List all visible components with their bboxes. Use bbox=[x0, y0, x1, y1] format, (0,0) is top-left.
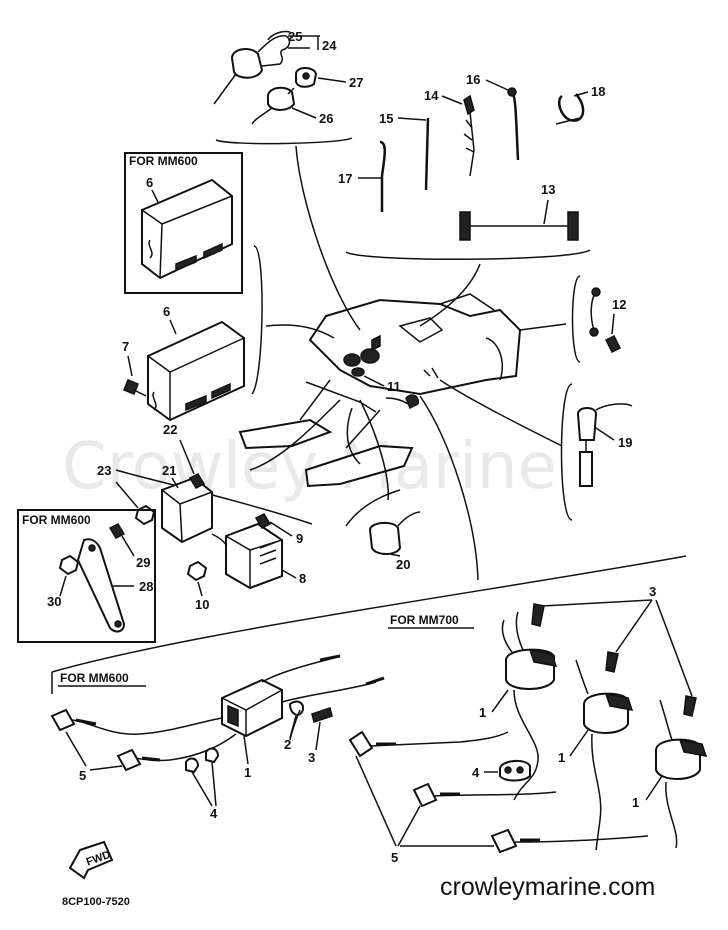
callout-11: 11 bbox=[387, 379, 401, 394]
mm600-bottom-label: FOR MM600 bbox=[60, 671, 129, 685]
callout-9: 9 bbox=[296, 531, 303, 546]
bolt-7 bbox=[123, 379, 139, 395]
callout-12: 12 bbox=[612, 297, 626, 312]
watermark: Crowley Marine bbox=[62, 430, 557, 504]
diagram-code: 8CP100-7520 bbox=[62, 896, 130, 908]
clamp-4 bbox=[499, 760, 531, 782]
callout-19: 19 bbox=[618, 435, 632, 450]
bolt-3-top bbox=[531, 603, 545, 627]
bracket-28 bbox=[76, 538, 126, 633]
nut-30 bbox=[58, 554, 80, 576]
callout-18: 18 bbox=[591, 84, 605, 99]
bolt-29 bbox=[108, 523, 126, 539]
nut-10 bbox=[186, 560, 208, 582]
callout-30: 30 bbox=[47, 594, 61, 609]
bolt-3-right bbox=[683, 695, 697, 717]
callout-5-mm600: 5 bbox=[79, 768, 86, 783]
callout-6-top: 6 bbox=[146, 175, 153, 190]
plug-cap-5b bbox=[412, 782, 438, 808]
callout-4-mm600: 4 bbox=[210, 806, 218, 821]
rectifier-8 bbox=[225, 522, 283, 590]
callout-25: 25 bbox=[288, 29, 302, 44]
callout-6-mid: 6 bbox=[163, 304, 170, 319]
ground-bolt-12 bbox=[604, 334, 622, 354]
mm600-left-label: FOR MM600 bbox=[22, 513, 91, 527]
bolt-22 bbox=[188, 473, 206, 489]
mm600-bracket-box bbox=[17, 509, 156, 643]
callout-28: 28 bbox=[139, 579, 153, 594]
callout-4-mm700: 4 bbox=[472, 765, 480, 780]
site-url: crowleymarine.com bbox=[440, 873, 655, 901]
callout-16: 16 bbox=[466, 72, 480, 87]
ignition-coils-mm700 bbox=[348, 603, 708, 854]
bolt-3-mid bbox=[605, 651, 619, 673]
main-switch-group bbox=[213, 30, 353, 145]
callout-27: 27 bbox=[349, 75, 363, 90]
band-13-right bbox=[567, 211, 579, 241]
plug-cap-5d bbox=[50, 708, 76, 732]
plug-cap-5e bbox=[116, 748, 142, 772]
callout-1-mm600: 1 bbox=[244, 765, 251, 780]
callout-1-mm700-right: 1 bbox=[632, 795, 639, 810]
clamp-4-mm600-a bbox=[185, 757, 200, 774]
mm600-top-label: FOR MM600 bbox=[129, 154, 198, 168]
main-switch-body bbox=[230, 48, 264, 79]
cdi-unit-main bbox=[147, 320, 245, 422]
coil-lead-top bbox=[319, 654, 341, 662]
plug-cap-5c bbox=[490, 828, 518, 854]
callout-2: 2 bbox=[284, 737, 291, 752]
callout-29: 29 bbox=[136, 555, 150, 570]
bolt-3-mm600 bbox=[311, 707, 333, 723]
callout-21: 21 bbox=[162, 463, 176, 478]
ground-lead-2 bbox=[288, 700, 304, 716]
snowmobile-outline bbox=[238, 145, 567, 581]
callout-15: 15 bbox=[379, 111, 393, 126]
callout-1-mm700-mid: 1 bbox=[558, 750, 565, 765]
mm700-label: FOR MM700 bbox=[390, 613, 459, 627]
nut-23 bbox=[134, 504, 156, 526]
callout-5-mm700: 5 bbox=[391, 850, 398, 865]
bolt-9 bbox=[254, 513, 272, 529]
callout-26: 26 bbox=[319, 111, 333, 126]
regulator-21 bbox=[161, 476, 213, 544]
callout-8: 8 bbox=[299, 571, 306, 586]
callout-10: 10 bbox=[195, 597, 209, 612]
callout-3-mm700: 3 bbox=[649, 584, 656, 599]
plug-cap-5a bbox=[348, 730, 374, 758]
callout-13: 13 bbox=[541, 182, 555, 197]
band-13-left bbox=[459, 211, 471, 241]
mm600-cdi-box bbox=[124, 152, 243, 294]
callout-17: 17 bbox=[338, 171, 352, 186]
fuse-holder-19 bbox=[576, 407, 598, 441]
condenser-20 bbox=[368, 522, 402, 555]
clamp-4-mm600-b bbox=[205, 747, 220, 764]
callout-1-mm700-left: 1 bbox=[479, 705, 486, 720]
fwd-arrow-icon: FWD bbox=[68, 840, 114, 880]
callout-20: 20 bbox=[396, 557, 410, 572]
ignition-coil-mm600 bbox=[50, 654, 385, 774]
callout-3-mm600: 3 bbox=[308, 750, 315, 765]
callout-24: 24 bbox=[322, 38, 337, 53]
wire-harness-parts bbox=[345, 87, 591, 260]
stop-switch-body bbox=[266, 86, 296, 111]
callout-22: 22 bbox=[163, 422, 177, 437]
callout-23: 23 bbox=[97, 463, 111, 478]
callout-7: 7 bbox=[122, 339, 129, 354]
callout-14: 14 bbox=[424, 88, 439, 103]
